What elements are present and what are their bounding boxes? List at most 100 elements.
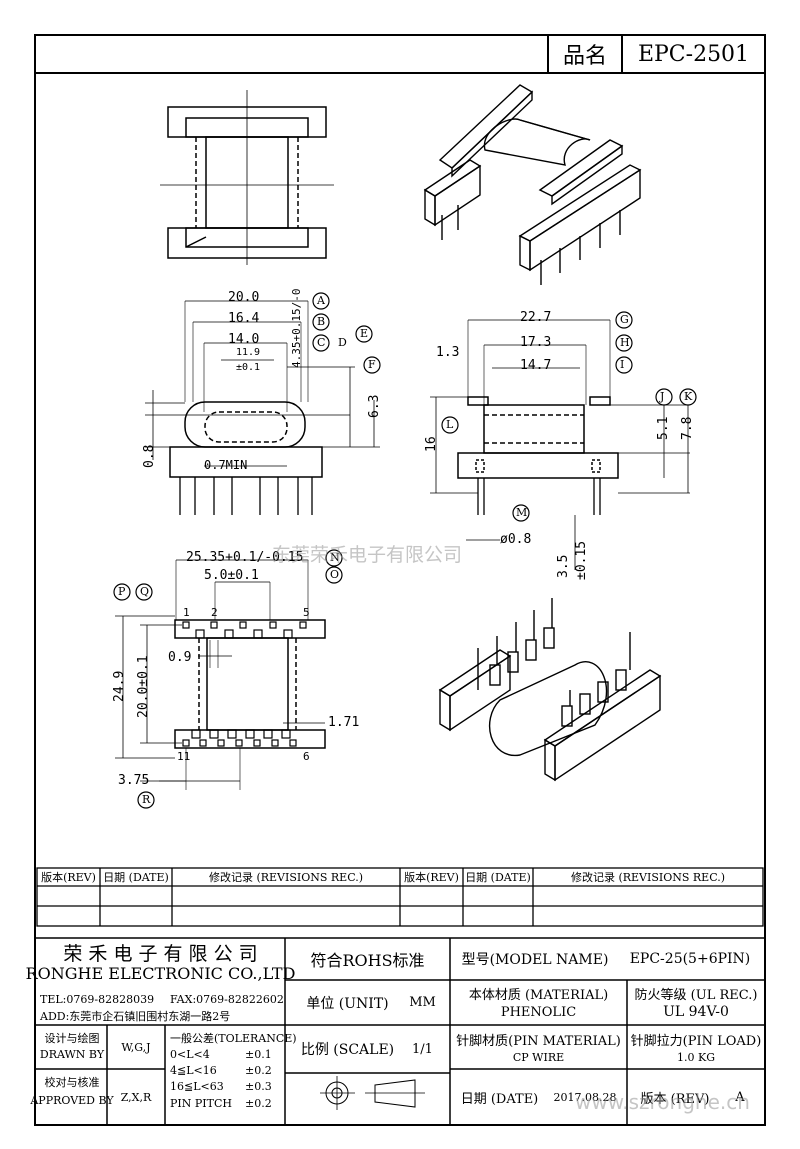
model-value: EPC-25(5+6PIN) (629, 951, 751, 967)
marker-r: R (142, 793, 151, 806)
rev-header-rec-2: 修改记录 (REVISIONS REC.) (570, 871, 726, 884)
front-view-left (145, 300, 380, 515)
pin-label-1: 1 (183, 606, 190, 619)
dim-h: 17.3 (520, 335, 552, 350)
pin-label-6: 6 (303, 750, 310, 763)
dim-k: 7.8 (680, 416, 695, 440)
marker-o: O (330, 568, 340, 581)
marker-d: D (338, 336, 347, 349)
tol-range-1: 4≦L<16 (170, 1064, 217, 1077)
pin-load-value: 1.0 KG (677, 1050, 715, 1064)
pin-label-2: 2 (211, 606, 218, 619)
dim-gap: 0.9 (168, 650, 192, 665)
marker-c: C (317, 336, 326, 349)
pin-material-label: 针脚材质(PIN MATERIAL) (456, 1033, 621, 1049)
marker-b: B (317, 315, 326, 328)
dim-b: 16.4 (228, 311, 260, 326)
pin-label-5: 5 (303, 606, 310, 619)
watermark-url: www.szronghe.cn (575, 1090, 750, 1114)
company-name-en: RONGHE ELECTRONIC CO.,LTD (25, 963, 296, 983)
date-label: 日期 (DATE) (460, 1091, 539, 1107)
revision-table (36, 867, 764, 927)
model-label: 型号(MODEL NAME) (461, 952, 609, 968)
drawn-by-label-cn: 设计与绘图 (44, 1032, 100, 1045)
pin-label-11: 11 (177, 750, 191, 763)
part-number: EPC-2501 (637, 41, 750, 67)
marker-h: H (620, 336, 630, 349)
dim-h16: 16 (424, 436, 439, 452)
marker-j: J (660, 390, 665, 403)
dim-d1: 11.9 (236, 347, 261, 358)
bottom-view (115, 559, 326, 790)
rev-header-date-2: 日期 (DATE) (465, 871, 531, 884)
date-value: 2017.08.28 (553, 1090, 617, 1104)
watermark-cn: 东莞荣禾电子有限公司 (272, 544, 463, 566)
dim-j: 5.1 (656, 416, 671, 440)
dim-ph2: ±0.15 (574, 540, 589, 580)
iso-view-bottom (438, 598, 662, 782)
dim-n: 25.35+0.1/-0.15 (186, 550, 304, 565)
tol-val-3: ±0.2 (245, 1097, 272, 1110)
dim-min: 0.7MIN (204, 458, 248, 472)
marker-f: F (368, 358, 376, 371)
dim-ph1: 3.5 (556, 554, 571, 578)
tol-val-0: ±0.1 (245, 1048, 272, 1061)
marker-m: M (516, 506, 528, 519)
header-label: 品名 (562, 44, 607, 69)
approved-by-value: Z,X,R (120, 1090, 152, 1104)
marker-k: K (684, 390, 693, 403)
dim-s: 3.75 (118, 773, 150, 788)
marker-p: P (118, 585, 126, 598)
tolerance-title: 一般公差(TOLERANCE) (170, 1032, 297, 1045)
company-fax: FAX:0769-82822602 (170, 993, 284, 1006)
top-view (160, 90, 334, 265)
unit-value: MM (409, 995, 436, 1010)
title-block (35, 937, 765, 1125)
side-view-right (430, 319, 690, 570)
dim-o: 5.0±0.1 (204, 568, 259, 583)
marker-g: G (620, 313, 629, 326)
marker-e: E (360, 327, 369, 340)
fire-rating-label: 防火等级 (UL REC.) (634, 987, 758, 1003)
dim-h08: 0.8 (142, 444, 157, 468)
dim-f: 6.3 (367, 394, 382, 418)
scale-label: 比例 (SCALE) (300, 1042, 395, 1058)
approved-by-label-en: APPROVED BY (30, 1093, 114, 1107)
tol-range-0: 0<L<4 (170, 1048, 210, 1061)
scale-value: 1/1 (412, 1041, 433, 1057)
tol-range-3: PIN PITCH (170, 1097, 232, 1110)
tol-range-2: 16≦L<63 (170, 1080, 224, 1093)
dim-g: 22.7 (520, 310, 552, 325)
marker-l: L (446, 418, 454, 431)
rev-header-date-1: 日期 (DATE) (103, 871, 169, 884)
material-value: PHENOLIC (500, 1004, 577, 1020)
approved-by-label-cn: 校对与核准 (44, 1076, 100, 1089)
rev-header-rev-2: 版本(REV) (404, 871, 459, 884)
marker-i: I (620, 358, 625, 371)
drawn-by-label-en: DRAWN BY (39, 1047, 105, 1061)
dim-pin: ø0.8 (500, 532, 532, 547)
marker-n: N (330, 551, 340, 564)
dim-l13: 1.3 (436, 345, 460, 360)
dim-q: 20.0±0.1 (136, 655, 151, 718)
dim-e: 4.35+0.15/-0 (290, 288, 303, 368)
drawn-by-value: W,G,J (121, 1040, 151, 1054)
marker-q: Q (140, 585, 150, 598)
dim-p: 24.9 (112, 670, 127, 702)
dim-i: 14.7 (520, 358, 552, 373)
rohs-label: 符合ROHS标准 (310, 951, 425, 970)
dim-a: 20.0 (228, 290, 260, 305)
dim-r: 1.71 (328, 715, 360, 730)
dim-c: 14.0 (228, 332, 260, 347)
version-value: A (735, 1089, 745, 1105)
rev-header-rev-1: 版本(REV) (41, 871, 96, 884)
marker-circles (113, 292, 697, 809)
company-name-cn: 荣 禾 电 子 有 限 公 司 (63, 942, 258, 965)
iso-view-top (423, 84, 642, 285)
unit-label: 单位 (UNIT) (306, 995, 389, 1012)
dim-d2: ±0.1 (236, 362, 261, 373)
tol-val-2: ±0.3 (245, 1080, 272, 1093)
pin-load-label: 针脚拉力(PIN LOAD) (630, 1033, 762, 1049)
tol-val-1: ±0.2 (245, 1064, 272, 1077)
